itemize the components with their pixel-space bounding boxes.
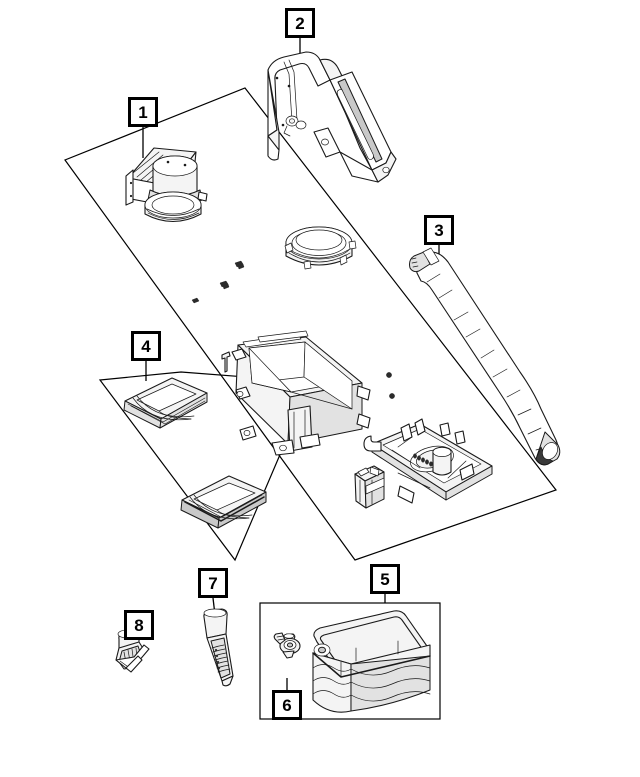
callout-2-label: 2: [295, 13, 305, 33]
callout-2[interactable]: 2: [285, 8, 315, 38]
callout-3-label: 3: [434, 220, 444, 240]
push-pin-fastener: [115, 629, 150, 673]
battery-filter-frames: [123, 377, 267, 529]
callout-5[interactable]: 5: [370, 564, 400, 594]
battery-tray-box: [231, 330, 371, 456]
callout-1[interactable]: 1: [128, 97, 158, 127]
callout-1-label: 1: [138, 102, 148, 122]
intake-ring-seal: [284, 226, 357, 270]
battery-base-plate: [363, 418, 493, 504]
mounting-screw-e: [386, 372, 392, 378]
callout-6[interactable]: 6: [272, 690, 302, 720]
filter-frame-lower: [180, 475, 267, 529]
blower-motor-assembly: [125, 147, 208, 223]
terminal-spacer-block: [354, 465, 385, 509]
callout-4-label: 4: [141, 336, 151, 356]
mounting-screw-b: [219, 280, 230, 290]
callout-6-label: 6: [282, 695, 292, 715]
callout-8-label: 8: [134, 615, 144, 635]
callout-5-label: 5: [380, 569, 390, 589]
mounting-screw-d: [221, 351, 231, 373]
air-intake-duct-bracket: [267, 51, 397, 183]
callout-7-label: 7: [208, 573, 218, 593]
battery-cover-group-box: [259, 602, 441, 720]
mounting-screw-a: [234, 260, 245, 270]
battery-cover-kit: [312, 610, 431, 713]
cover-fastener: [273, 632, 301, 659]
callout-3[interactable]: 3: [424, 215, 454, 245]
mounting-screw-f: [389, 393, 395, 399]
callout-8[interactable]: 8: [124, 610, 154, 640]
mounting-screw-c: [191, 297, 200, 304]
callout-4[interactable]: 4: [131, 331, 161, 361]
filter-frame-upper: [123, 377, 208, 429]
callout-7[interactable]: 7: [198, 568, 228, 598]
main-assembly-plane: [64, 87, 557, 561]
mounting-screws: [191, 260, 395, 399]
vent-hose: [409, 247, 561, 466]
long-tapered-bolt: [203, 608, 234, 687]
